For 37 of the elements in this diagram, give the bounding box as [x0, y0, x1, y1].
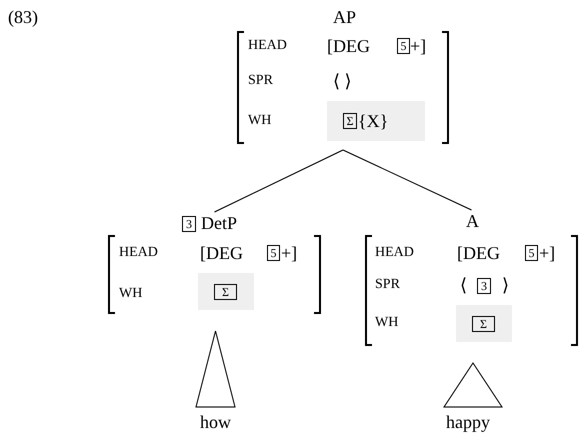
tag-number: 5	[267, 245, 280, 261]
category-label: A	[466, 212, 479, 230]
feature-name: HEAD	[119, 246, 158, 260]
feature-value: [DEG	[457, 244, 500, 262]
tag-number: Σ	[214, 284, 237, 300]
feature-value: +]	[410, 37, 426, 55]
tag-number: 5	[397, 38, 410, 54]
word-label: happy	[446, 413, 490, 431]
category-label: AP	[333, 8, 356, 26]
word-label: how	[200, 413, 231, 431]
tree-branch	[214, 150, 344, 212]
shaded-box	[456, 305, 512, 342]
feature-name: WH	[248, 114, 272, 128]
tag-number: Σ	[472, 316, 495, 332]
feature-name: SPR	[375, 278, 400, 292]
tag-number: 3	[182, 216, 196, 232]
feature-name: SPR	[248, 74, 273, 88]
shaded-box	[198, 273, 254, 310]
example-number: (83)	[8, 8, 38, 26]
feature-name: HEAD	[375, 246, 414, 260]
feature-value: ⟩	[502, 276, 509, 294]
feature-name: WH	[119, 287, 142, 301]
tree-branch	[342, 150, 472, 210]
feature-value: [DEG	[200, 244, 243, 262]
feature-value: ⟨ ⟩	[333, 72, 352, 90]
feature-name: HEAD	[248, 39, 287, 53]
feature-value: +]	[281, 244, 298, 262]
feature-value: {X}	[358, 112, 388, 130]
feature-value: [DEG	[327, 37, 370, 55]
tag-number: 3	[477, 278, 491, 294]
shaded-box	[327, 101, 425, 141]
feature-name: WH	[375, 316, 398, 330]
category-label: DetP	[201, 214, 237, 232]
feature-value: ⟨	[460, 276, 467, 294]
tag-number: Σ	[343, 113, 357, 129]
tag-number: 5	[525, 245, 538, 261]
feature-value: +]	[539, 244, 556, 262]
